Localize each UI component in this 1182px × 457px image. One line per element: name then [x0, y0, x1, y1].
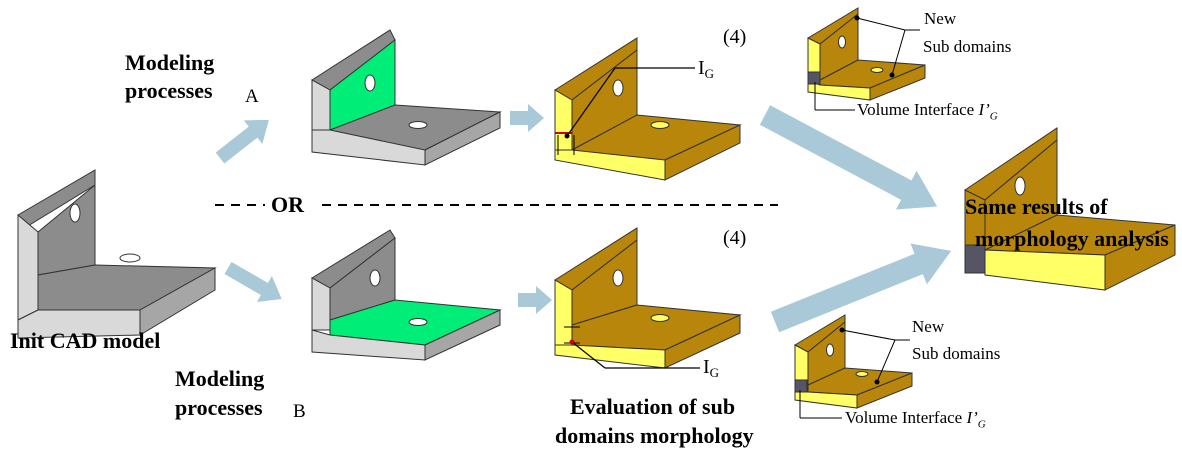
init-model-label: Init CAD model	[10, 328, 161, 353]
step-number-top: (4)	[723, 26, 747, 48]
subdomains-label-top: Sub domains	[923, 37, 1012, 56]
result-line1: Same results of	[965, 194, 1108, 219]
interface-label-bottom: IG	[703, 356, 720, 380]
result-line2: morphology analysis	[975, 226, 1169, 251]
arrow-eval-top-to-result	[759, 105, 938, 210]
step-number-bottom: (4)	[723, 227, 747, 249]
new-label-top: New	[924, 9, 957, 28]
arrow-init-to-a	[215, 119, 269, 164]
modeling-b-line2: processes	[175, 395, 263, 420]
arrow-a-to-eval	[510, 104, 544, 132]
model-process-a	[311, 29, 502, 166]
volume-interface-label-bottom: Volume Interface I’G	[845, 408, 986, 431]
or-label: OR	[271, 192, 304, 217]
result-model	[964, 127, 1176, 291]
evaluation-line2: domains morphology	[555, 423, 754, 448]
interface-label-top: IG	[698, 57, 715, 81]
process-a-letter: A	[245, 86, 259, 107]
detail-model-top	[806, 7, 926, 111]
modeling-a-line2: processes	[125, 78, 213, 103]
new-label-bottom: New	[912, 317, 945, 336]
subdomains-label-bottom: Sub domains	[912, 344, 1001, 363]
process-b-letter: B	[293, 401, 306, 422]
modeling-a-line1: Modeling	[125, 50, 215, 75]
flow-arrows	[215, 104, 952, 333]
arrow-eval-bottom-to-result	[770, 243, 952, 333]
init-cad-model	[17, 169, 217, 339]
detail-model-bottom	[793, 314, 913, 419]
arrow-b-to-eval	[518, 286, 552, 314]
evaluation-line1: Evaluation of sub	[570, 394, 736, 419]
model-process-b	[311, 229, 502, 361]
volume-interface-label-top: Volume Interface I’G	[857, 100, 998, 123]
evaluated-model-bottom	[554, 227, 742, 369]
arrow-init-to-b	[224, 261, 282, 302]
modeling-b-line1: Modeling	[175, 366, 265, 391]
evaluated-model-top	[554, 37, 742, 181]
